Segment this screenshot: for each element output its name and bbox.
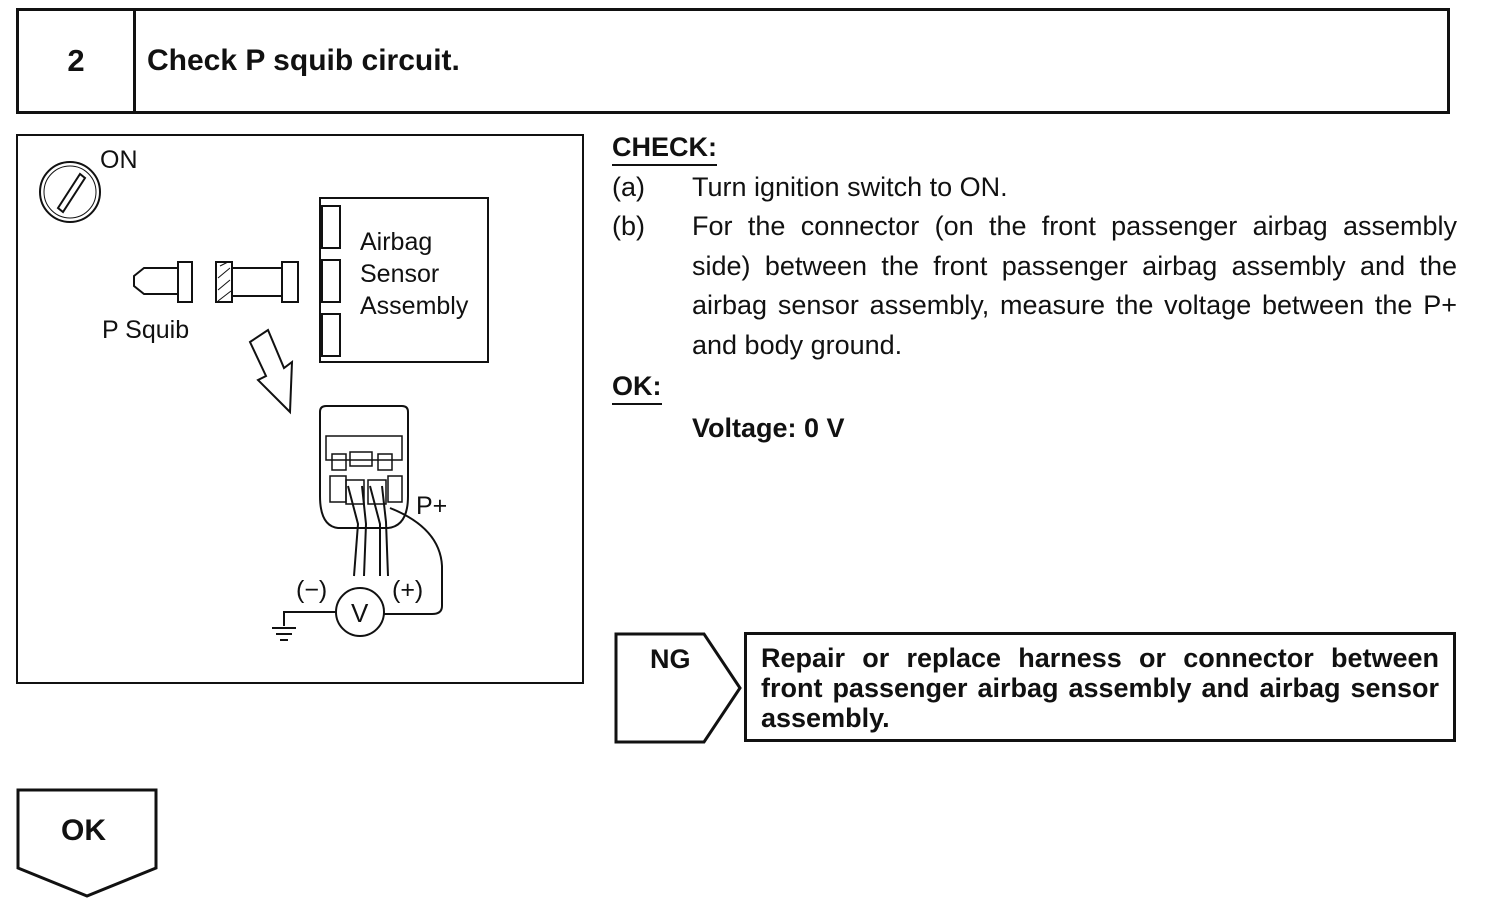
ground-symbol-icon	[272, 627, 296, 641]
ignition-on-label: ON	[100, 146, 138, 174]
module-label-line2: Sensor	[360, 260, 440, 288]
check-item-text: Turn ignition switch to ON.	[692, 171, 1008, 202]
check-item: (b) For the connector (on the front pass…	[612, 207, 1457, 365]
positive-lead-label: (+)	[392, 576, 424, 604]
p-squib-label: P Squib	[102, 316, 190, 344]
connector-diagram	[39, 161, 489, 641]
module-label-line3: Assembly	[360, 292, 469, 320]
ok-branch-label: OK	[61, 814, 106, 847]
module-label-line1: Airbag	[360, 228, 433, 256]
direction-arrow-icon	[248, 328, 294, 415]
p-squib-connector	[133, 261, 193, 303]
negative-lead-label: (−)	[296, 576, 328, 604]
check-item-label: (b)	[612, 211, 645, 241]
ok-spec-value: Voltage: 0 V	[692, 412, 845, 443]
ng-arrow-shape	[614, 632, 742, 744]
ng-action-box: Repair or replace harness or connector b…	[744, 632, 1456, 742]
check-instructions: CHECK: (a) Turn ignition switch to ON. (…	[612, 128, 1457, 449]
check-item: (a) Turn ignition switch to ON.	[612, 168, 1457, 208]
connector-face	[319, 405, 409, 529]
step-title: Check P squib circuit.	[147, 44, 460, 77]
step-number: 2	[19, 11, 136, 111]
ok-arrow-shape	[16, 788, 158, 898]
p-plus-terminal-label: P+	[416, 492, 448, 520]
ng-label: NG	[650, 644, 691, 674]
airbag-sensor-assembly-box	[319, 197, 489, 363]
check-item-text: For the connector (on the front passenge…	[692, 211, 1457, 360]
check-item-label: (a)	[612, 171, 645, 202]
voltmeter-symbol: V	[351, 598, 369, 628]
ignition-key-icon	[39, 161, 101, 223]
wiring-illustration: ON Airbag Sensor Assembly P Squib P+ (−)…	[16, 134, 584, 684]
ok-heading: OK:	[612, 369, 662, 405]
check-heading: CHECK:	[612, 130, 717, 166]
step-header: 2 Check P squib circuit.	[16, 8, 1450, 114]
